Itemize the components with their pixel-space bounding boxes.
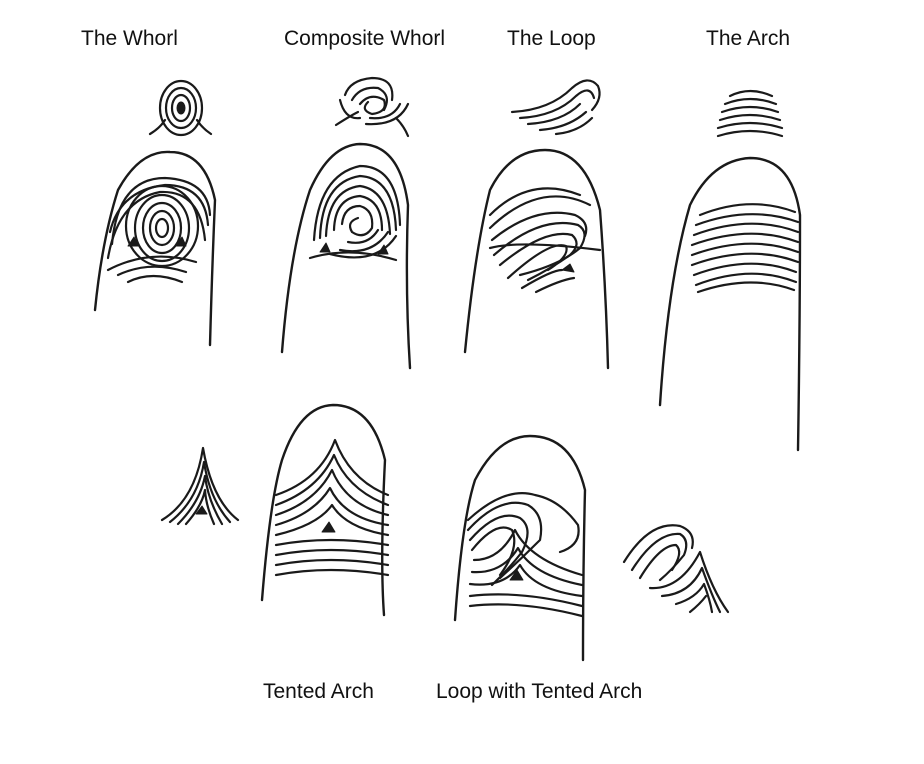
label-the-arch: The Arch <box>706 27 791 50</box>
arch-finger <box>658 156 802 452</box>
label-the-whorl: The Whorl <box>81 27 178 50</box>
whorl-finger <box>93 150 217 347</box>
tented-arch-icon <box>160 446 240 526</box>
loop-tented-arch-finger <box>453 434 587 662</box>
label-tented-arch: Tented Arch <box>263 680 374 703</box>
tented-arch-finger <box>260 403 390 617</box>
label-loop-with-tented-arch: Loop with Tented Arch <box>436 680 643 703</box>
arch-icon <box>716 89 784 138</box>
composite-whorl-finger <box>280 142 412 370</box>
loop-icon <box>510 79 601 136</box>
whorl-icon <box>148 79 213 137</box>
label-composite-whorl: Composite Whorl <box>284 27 446 50</box>
composite-whorl-icon <box>334 76 410 138</box>
label-the-loop: The Loop <box>507 27 596 50</box>
loop-finger <box>463 148 610 370</box>
loop-tented-arch-icon <box>622 524 730 614</box>
